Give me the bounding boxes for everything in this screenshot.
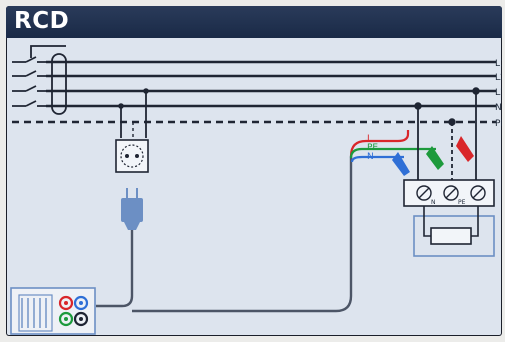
test-leads: L PE N bbox=[349, 130, 436, 163]
lead-label-pe: PE bbox=[367, 143, 378, 153]
bus-label-n: N bbox=[495, 103, 502, 113]
blue-clip-icon bbox=[392, 152, 410, 176]
instrument-screen: RCD L1 L2 L3 N PE bbox=[6, 6, 502, 336]
bus-lines bbox=[46, 60, 496, 108]
screen-title: RCD bbox=[14, 8, 70, 34]
socket-outlet bbox=[115, 88, 149, 173]
bus-labels: L1 L2 L3 N PE bbox=[495, 59, 502, 129]
test-lead-cable bbox=[132, 156, 353, 313]
blue-connector bbox=[73, 295, 89, 311]
green-clip-icon bbox=[426, 146, 444, 170]
terminal-block: N PE bbox=[403, 179, 495, 207]
plug-cable bbox=[96, 230, 134, 308]
black-connector bbox=[73, 311, 89, 327]
red-clip-icon bbox=[456, 136, 474, 162]
rcd-wiring-diagram: L1 L2 L3 N PE bbox=[10, 45, 502, 335]
rcd-switch-symbol bbox=[12, 45, 67, 115]
lead-label-n: N bbox=[367, 152, 374, 162]
terminal-label-pe: PE bbox=[458, 199, 466, 206]
title-bar: RCD bbox=[6, 6, 502, 38]
green-connector bbox=[58, 311, 74, 327]
terminal-label-n: N bbox=[431, 199, 436, 206]
bus-label-l3: L3 bbox=[495, 88, 502, 98]
croc-clips bbox=[392, 136, 474, 176]
plug bbox=[121, 188, 143, 230]
bus-label-pe: PE bbox=[495, 119, 502, 129]
load-resistor bbox=[413, 206, 495, 257]
bus-label-l2: L2 bbox=[495, 73, 502, 83]
instrument-icon bbox=[10, 287, 96, 335]
red-connector bbox=[58, 295, 74, 311]
bus-label-l1: L1 bbox=[495, 59, 502, 69]
terminal-drops bbox=[414, 87, 480, 181]
lead-label-l: L bbox=[367, 134, 372, 144]
